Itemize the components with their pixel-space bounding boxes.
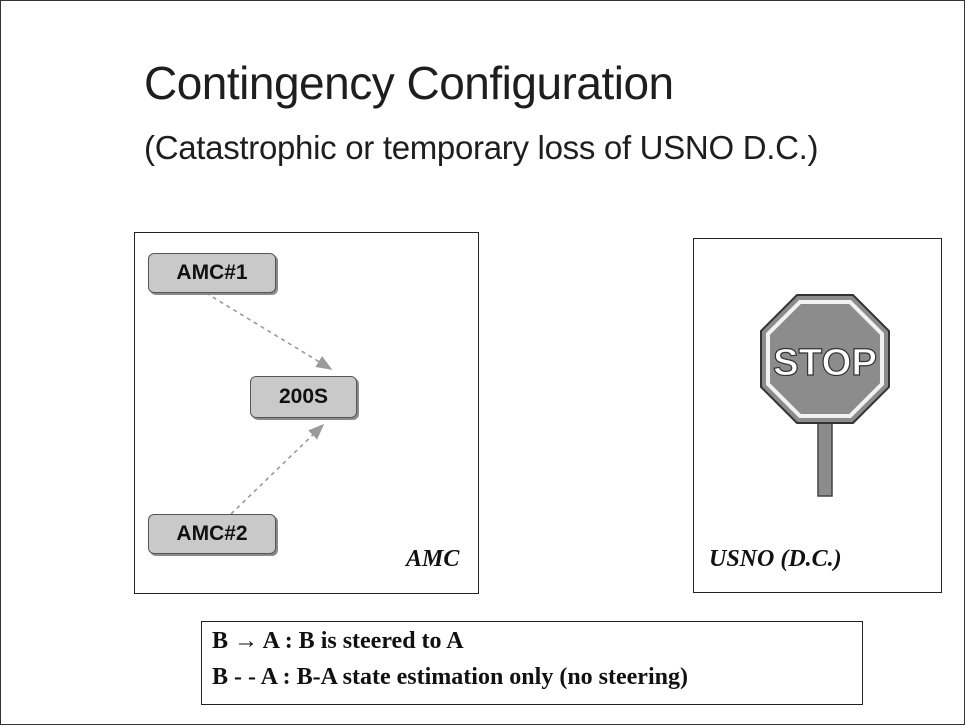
stop-sign-icon: STOP <box>760 294 890 497</box>
node-amc2: AMC#2 <box>148 514 276 554</box>
edge-amc1-to-200s <box>205 292 333 370</box>
legend-estimation-line: B - - A : B-A state estimation only (no … <box>212 664 688 690</box>
usno-panel-label: USNO (D.C.) <box>709 546 842 572</box>
legend-steering-line: B → A : B is steered to A <box>212 628 464 654</box>
node-200s: 200S <box>250 376 357 418</box>
edge-amc2-to-200s <box>230 423 325 515</box>
stop-sign-text: STOP <box>773 342 877 384</box>
node-amc1: AMC#1 <box>148 253 276 293</box>
slide-subtitle: (Catastrophic or temporary loss of USNO … <box>144 129 819 166</box>
amc-panel-label: AMC <box>406 546 460 572</box>
legend-box: B → A : B is steered to A B - - A : B-A … <box>201 621 863 705</box>
slide-title: Contingency Configuration <box>144 57 674 109</box>
